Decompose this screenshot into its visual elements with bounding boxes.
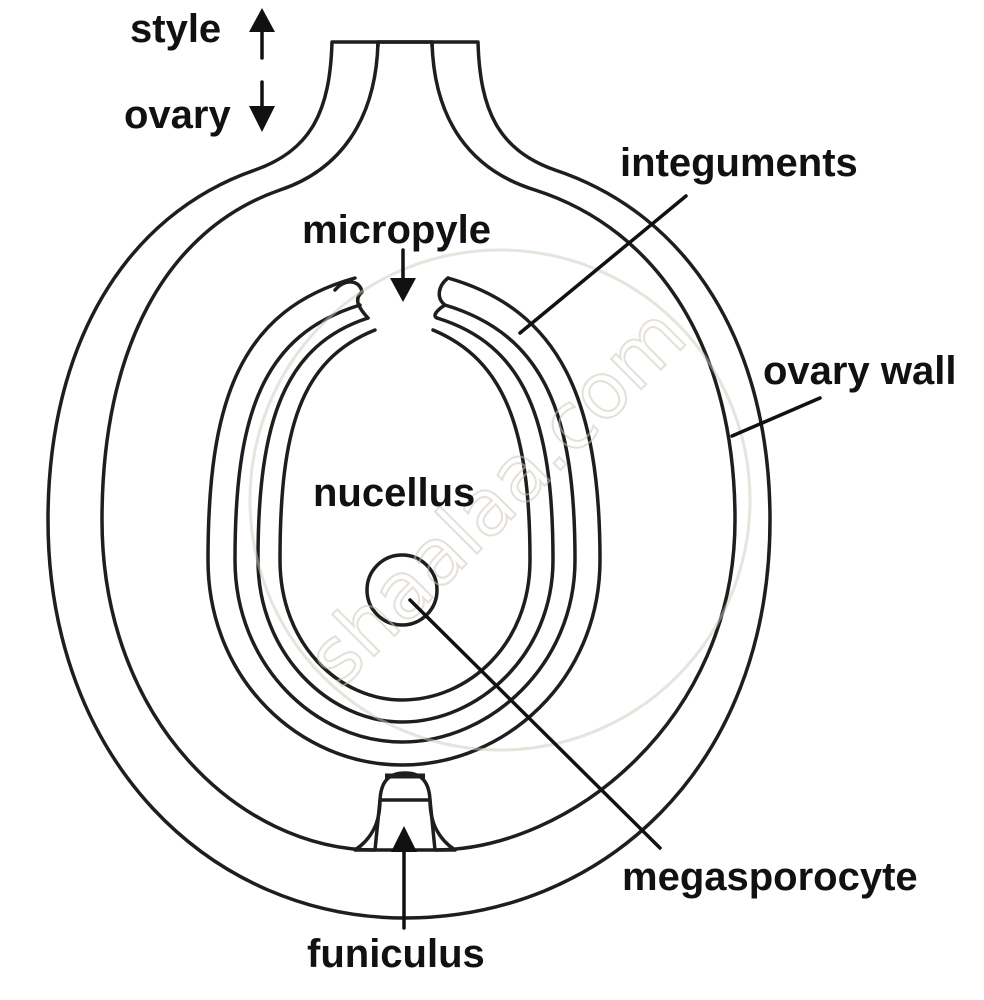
nucellus-outline bbox=[278, 328, 532, 702]
integuments-leader bbox=[518, 194, 688, 335]
ovary-cavity bbox=[100, 40, 737, 852]
label-funiculus: funiculus bbox=[307, 932, 485, 976]
label-nucellus: nucellus bbox=[313, 471, 475, 515]
inner-integument bbox=[256, 316, 555, 724]
micropyle-arrow-head bbox=[390, 278, 416, 302]
watermark-ring bbox=[248, 248, 752, 752]
style-arrow-head bbox=[249, 8, 275, 32]
megasporocyte-cell bbox=[365, 553, 439, 627]
label-micropyle: micropyle bbox=[302, 208, 491, 252]
ovary-wall-leader bbox=[730, 396, 822, 438]
outer-integument bbox=[206, 276, 602, 767]
megasporocyte-leader bbox=[408, 598, 662, 850]
label-ovary-wall: ovary wall bbox=[763, 349, 956, 393]
funiculus-arrow-head bbox=[391, 826, 417, 852]
outer-integument-inner-line bbox=[233, 303, 577, 744]
label-style: style bbox=[130, 7, 221, 51]
ovary-arrow-head bbox=[249, 106, 275, 132]
label-integuments: integuments bbox=[620, 141, 858, 185]
funiculus bbox=[353, 798, 457, 852]
integument-tip-right bbox=[433, 276, 450, 320]
label-ovary: ovary bbox=[124, 93, 231, 137]
label-megasporocyte: megasporocyte bbox=[622, 855, 918, 899]
